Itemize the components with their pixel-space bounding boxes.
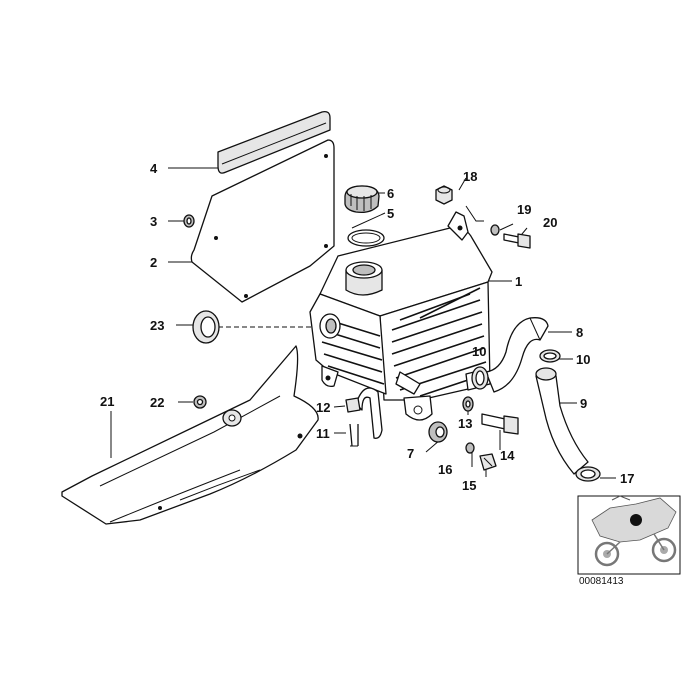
callout-20: 20 (543, 215, 557, 230)
callout-4: 4 (150, 161, 158, 176)
washer (490, 224, 500, 236)
callout-7: 7 (407, 446, 414, 461)
callout-6: 6 (387, 186, 394, 201)
lower-hose (535, 367, 589, 475)
bolt (503, 233, 531, 249)
mounting-bolt (481, 413, 519, 435)
cover-panel (190, 139, 335, 303)
large-grommet-ring (192, 310, 220, 344)
callout-21: 21 (100, 394, 114, 409)
breather-tube (345, 387, 383, 447)
cap-nut (435, 185, 453, 205)
callout-5: 5 (387, 206, 394, 221)
callout-2: 2 (150, 255, 157, 270)
grommet-22 (193, 395, 207, 409)
callout-14: 14 (500, 448, 515, 463)
rubber-mount (428, 421, 448, 443)
callout-11: 11 (316, 426, 330, 441)
hose-clamp-side (539, 349, 561, 363)
callout-16: 16 (438, 462, 452, 477)
small-nut (465, 442, 475, 454)
filler-cap (344, 185, 380, 214)
callout-1: 1 (515, 274, 522, 289)
callout-12: 12 (316, 400, 330, 415)
upper-hose (485, 317, 549, 393)
location-marker (630, 514, 642, 526)
washer-13 (462, 396, 474, 412)
reference-inset (577, 495, 681, 575)
lower-side-cover (61, 345, 319, 525)
callout-13: 13 (458, 416, 472, 431)
callout-22: 22 (150, 395, 164, 410)
callout-9: 9 (580, 396, 587, 411)
callout-3: 3 (150, 214, 157, 229)
callout-15: 15 (462, 478, 476, 493)
catalog-number: 00081413 (579, 576, 624, 587)
oil-tank-body (309, 211, 493, 421)
callout-17: 17 (620, 471, 634, 486)
spring-clip (479, 453, 497, 471)
small-grommet (183, 214, 195, 228)
cooling-fins (391, 287, 487, 397)
hose-clamp-upper (471, 366, 489, 390)
hose-clamp-lower (575, 466, 601, 482)
o-ring (347, 229, 385, 247)
callout-23: 23 (150, 318, 164, 333)
callout-labels: 1 2 3 4 5 6 7 8 9 10 10 11 12 13 14 15 1… (100, 161, 634, 493)
callout-10-upper: 10 (472, 344, 486, 359)
callout-18: 18 (463, 169, 477, 184)
callout-19: 19 (517, 202, 531, 217)
callout-8: 8 (576, 325, 583, 340)
rubber-strip (217, 110, 331, 174)
callout-10-side: 10 (576, 352, 590, 367)
